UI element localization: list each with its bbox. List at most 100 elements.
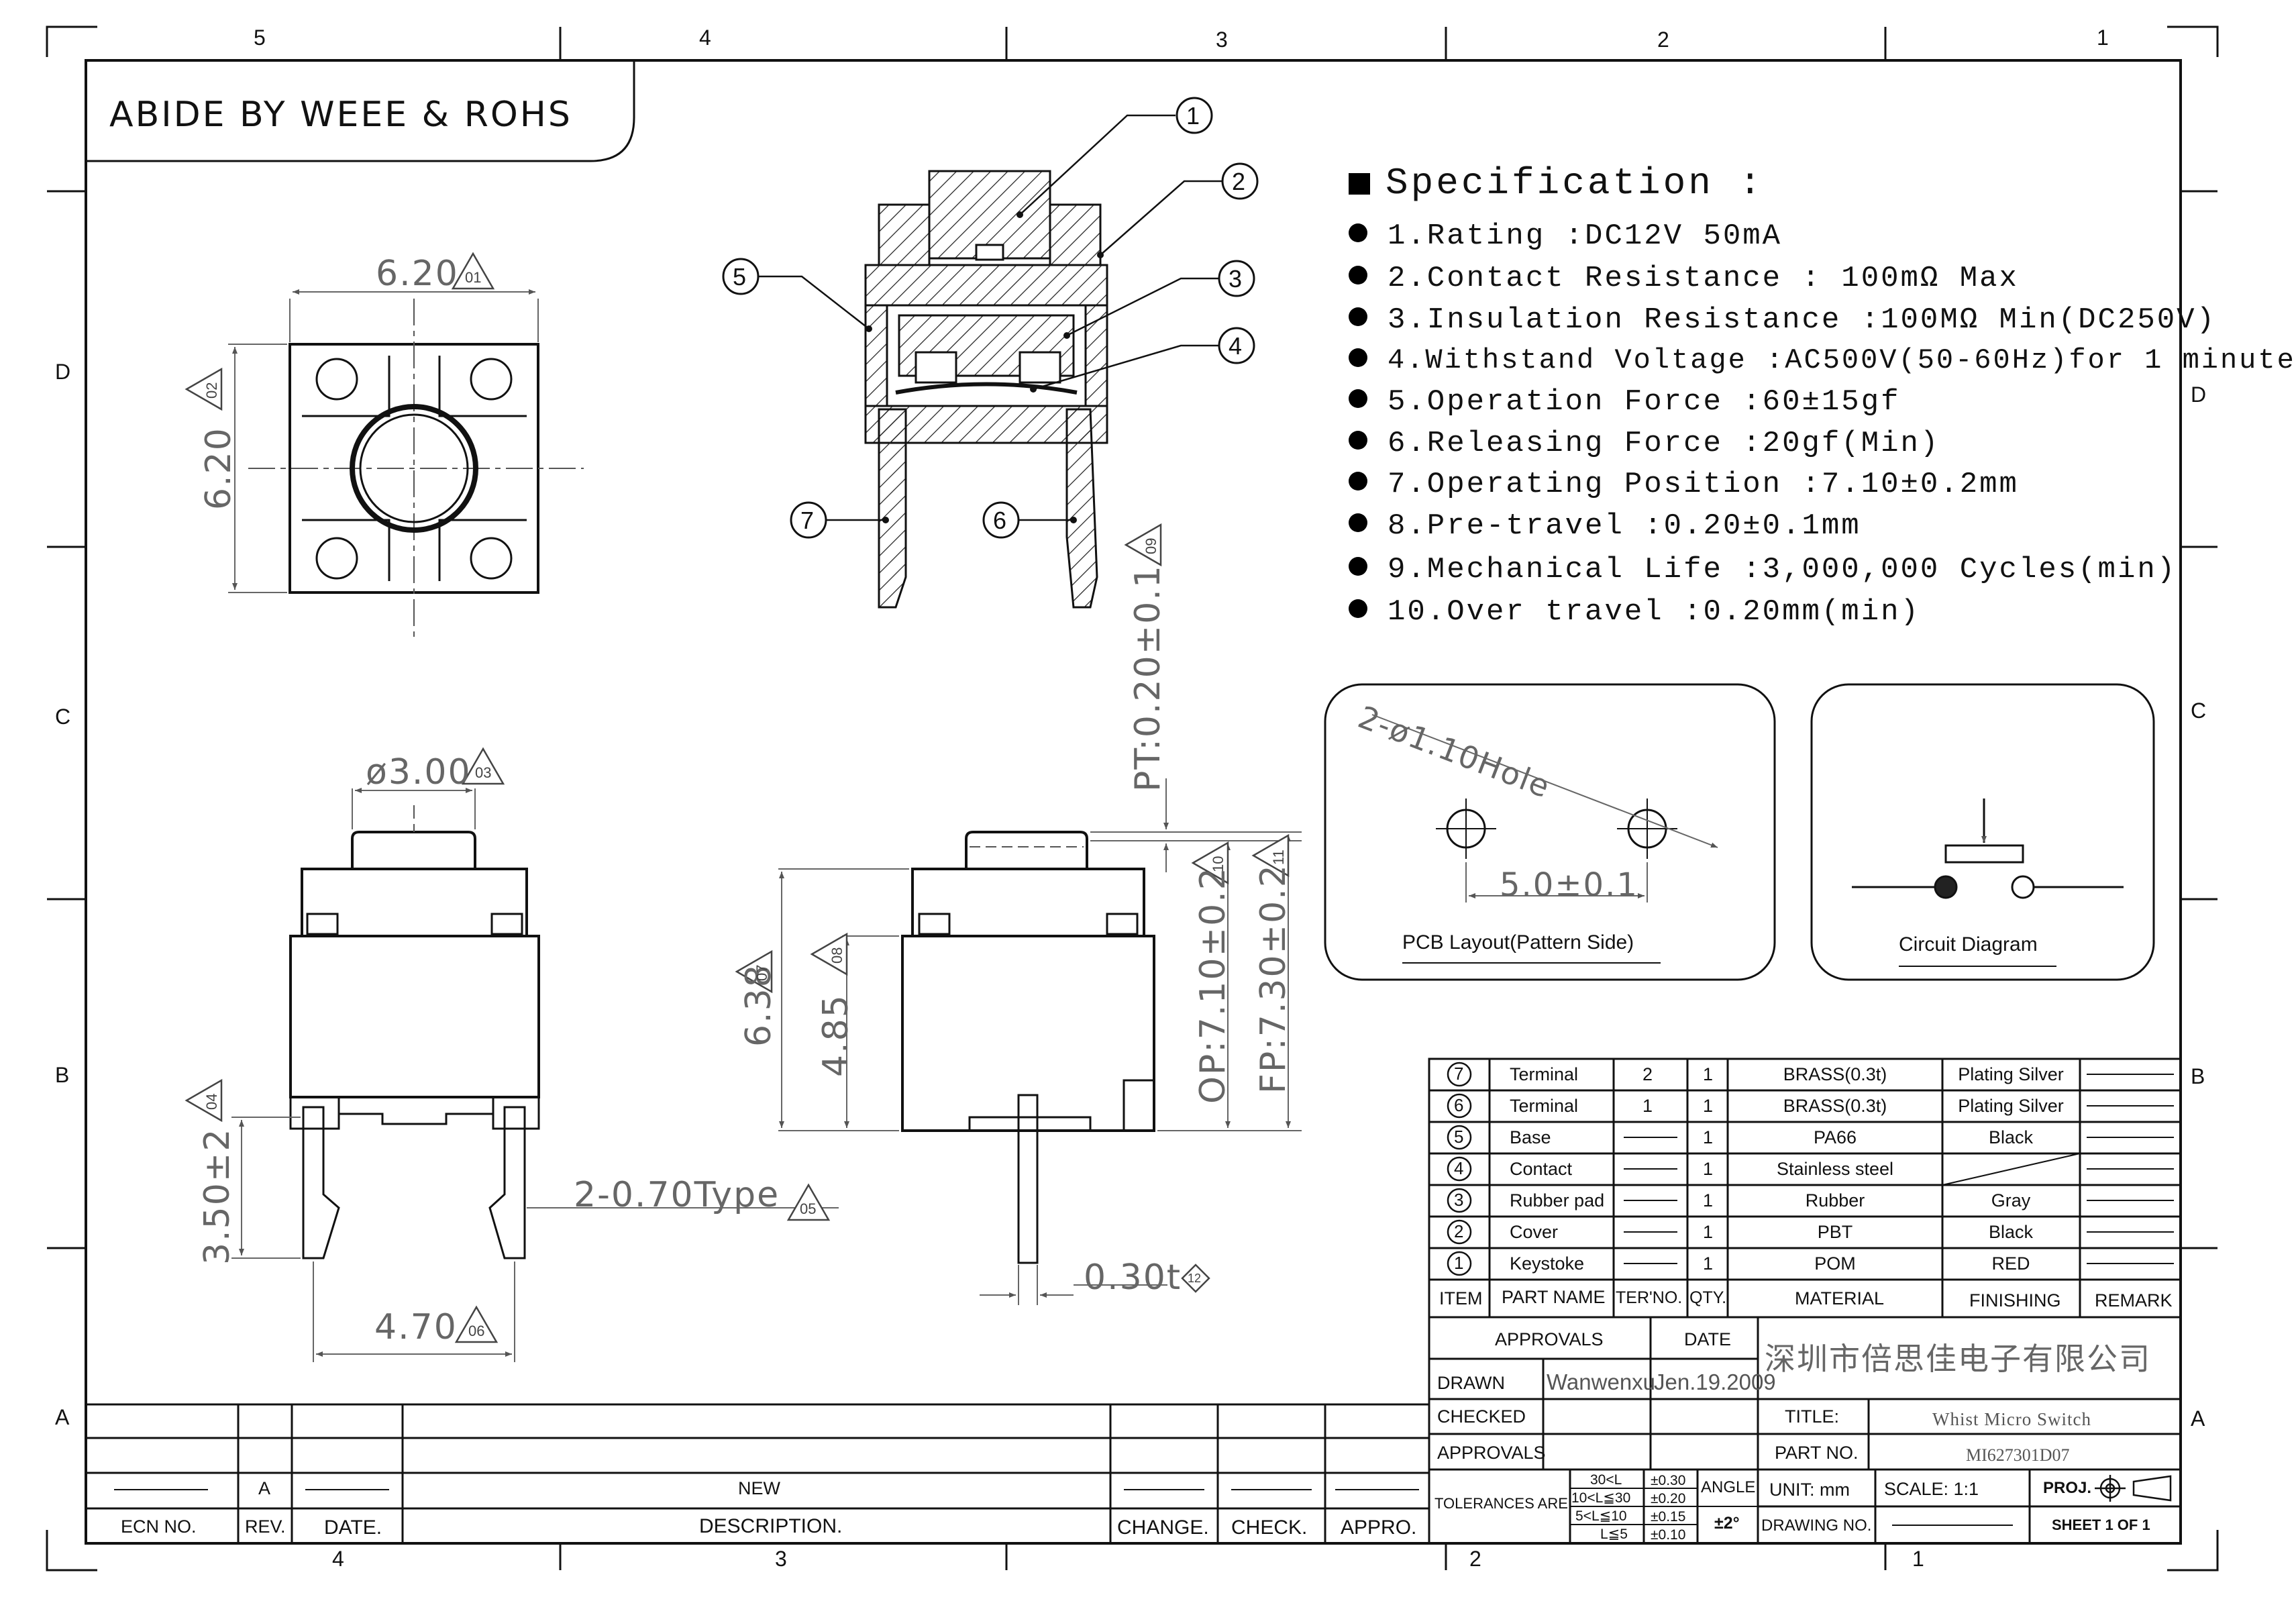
tag-05: 05	[800, 1200, 817, 1217]
zone-row-c-right: C	[2191, 699, 2207, 723]
callout-5: 5	[733, 263, 747, 291]
front-view	[231, 788, 839, 1362]
zone-row-a-left: A	[55, 1405, 70, 1429]
zone-row-b-right: B	[2191, 1064, 2205, 1088]
zone-row-d-right: D	[2191, 382, 2207, 407]
tag-12: 12	[1188, 1272, 1202, 1285]
dim-top-height: 6.20	[199, 427, 239, 510]
spec-item-8: 8.Pre-travel :0.20±0.1mm	[1349, 511, 1861, 541]
bom-table-grid	[1428, 1058, 2182, 1319]
spec-item-10: 10.Over travel :0.20mm(min)	[1349, 597, 1920, 627]
zone-row-c-left: C	[55, 705, 71, 729]
tb-angle-label: ANGLE	[1701, 1478, 1756, 1496]
callout-7: 7	[800, 507, 815, 534]
pcb-hole-spacing: 5.0±0.1	[1500, 866, 1638, 904]
tb-drawn-by: Wanwenxu	[1547, 1370, 1656, 1394]
tb-sheet: SHEET 1 OF 1	[2052, 1516, 2150, 1533]
rev-header-change: CHANGE.	[1117, 1516, 1209, 1539]
tb-tol-value-1: ±0.30	[1651, 1473, 1686, 1488]
tb-title-label: TITLE:	[1785, 1406, 1840, 1427]
zone-col-5: 5	[254, 25, 266, 50]
spec-item-1: 1.Rating :DC12V 50mA	[1349, 221, 1782, 251]
side-view	[778, 778, 1302, 1305]
sheet-corner-marks	[46, 25, 2219, 1572]
tb-part-label: PART NO.	[1775, 1443, 1859, 1463]
tb-checked-label: CHECKED	[1437, 1406, 1526, 1427]
tb-tol-range-3: 5<L≦10	[1575, 1508, 1627, 1524]
bom-item-number: 3	[1454, 1190, 1464, 1210]
bom-cell-material: POM	[1814, 1253, 1856, 1274]
callout-2: 2	[1232, 168, 1246, 195]
spec-item-5: 5.Operation Force :60±15gf	[1349, 387, 1901, 417]
bom-item-number: 1	[1454, 1253, 1464, 1273]
bom-cell-material: Stainless steel	[1776, 1159, 1894, 1179]
tag-07: 07	[753, 964, 770, 981]
tag-11: 11	[1270, 849, 1287, 865]
bom-cell-finishing: Plating Silver	[1958, 1064, 2064, 1084]
tb-proj-label: PROJ.	[2043, 1479, 2092, 1497]
rev-header-desc: DESCRIPTION.	[699, 1515, 843, 1537]
bom-cell-name: Contact	[1510, 1159, 1573, 1179]
bom-cell-finishing: Gray	[1991, 1190, 2031, 1210]
bom-cell-qty: 1	[1703, 1159, 1714, 1179]
spec-item-2: 2.Contact Resistance : 100mΩ Max	[1349, 264, 2019, 293]
bom-header-remark: REMARK	[2095, 1290, 2173, 1310]
rev-new-desc: NEW	[738, 1478, 780, 1498]
bom-cell-material: PA66	[1813, 1127, 1857, 1147]
callout-leaders	[758, 114, 1223, 521]
dim-top-width: 6.20	[376, 254, 459, 294]
tag-02: 02	[203, 382, 220, 399]
bom-cell-ter: 1	[1642, 1096, 1653, 1116]
tb-date-label: DATE	[1684, 1329, 1732, 1349]
bom-cell-finishing: Black	[1988, 1222, 2034, 1242]
bom-cell-name: Cover	[1510, 1222, 1559, 1242]
callout-4: 4	[1229, 332, 1243, 360]
bom-cell-qty: 1	[1703, 1190, 1714, 1210]
callout-circles	[722, 97, 1259, 539]
bom-item-number: 5	[1454, 1127, 1464, 1147]
tb-part-no: MI627301D07	[1966, 1445, 2070, 1465]
dim-pre-travel: PT:0.20±0.1	[1128, 564, 1168, 792]
tag-06: 06	[468, 1323, 485, 1339]
bom-cell-material: Rubber	[1805, 1190, 1865, 1210]
bom-item-number: 7	[1454, 1064, 1464, 1084]
tag-01: 01	[465, 269, 482, 286]
revision-block-grid	[86, 1403, 1429, 1543]
bom-header-qty: QTY.	[1689, 1288, 1727, 1307]
rev-header-appro: APPRO.	[1341, 1516, 1417, 1539]
tb-tol-value-2: ±0.20	[1651, 1491, 1686, 1506]
bom-cell-qty: 1	[1703, 1222, 1714, 1242]
dimension-tags	[185, 252, 1290, 1343]
tb-company: 深圳市倍思佳电子有限公司	[1765, 1342, 2151, 1376]
zone-col-1: 1	[2097, 25, 2109, 50]
bom-cell-finishing: Plating Silver	[1958, 1096, 2064, 1116]
zone-col-bottom-4: 4	[332, 1547, 344, 1571]
dim-thickness: 0.30t	[1084, 1257, 1182, 1298]
projection-symbol	[2095, 1475, 2172, 1502]
tag-10: 10	[1210, 856, 1227, 872]
tb-tol-range-4: L≦5	[1600, 1527, 1628, 1542]
tb-approvals2-label: APPROVALS	[1437, 1443, 1546, 1463]
spec-item-9: 9.Mechanical Life :3,000,000 Cycles(min)	[1349, 555, 2177, 584]
zone-col-bottom-3: 3	[775, 1547, 787, 1571]
bom-cell-name: Rubber pad	[1510, 1190, 1605, 1210]
bom-cell-qty: 1	[1703, 1127, 1714, 1147]
bom-cell-name: Base	[1510, 1127, 1551, 1147]
circuit-caption: Circuit Diagram	[1899, 933, 2038, 956]
dim-cap-dia: ø3.00	[366, 752, 472, 792]
top-view	[228, 289, 584, 641]
dim-free-position: FP:7.30±0.2	[1253, 864, 1294, 1094]
spec-item-3: 3.Insulation Resistance :100MΩ Min(DC250…	[1349, 305, 2216, 335]
bom-cell-name: Terminal	[1510, 1096, 1579, 1116]
bom-header-name: PART NAME	[1502, 1287, 1606, 1307]
bom-header-material: MATERIAL	[1795, 1288, 1885, 1308]
zone-col-4: 4	[699, 25, 711, 50]
tb-drawn-label: DRAWN	[1437, 1373, 1505, 1393]
bom-cell-qty: 1	[1703, 1253, 1714, 1274]
bom-cell-material: BRASS(0.3t)	[1783, 1064, 1887, 1084]
rev-header-date: DATE.	[324, 1516, 382, 1539]
tb-tolerances-label: TOLERANCES ARE	[1434, 1495, 1568, 1512]
bom-cell-name: Terminal	[1510, 1064, 1579, 1084]
bom-item-number: 6	[1454, 1095, 1464, 1115]
callout-6: 6	[993, 507, 1007, 534]
